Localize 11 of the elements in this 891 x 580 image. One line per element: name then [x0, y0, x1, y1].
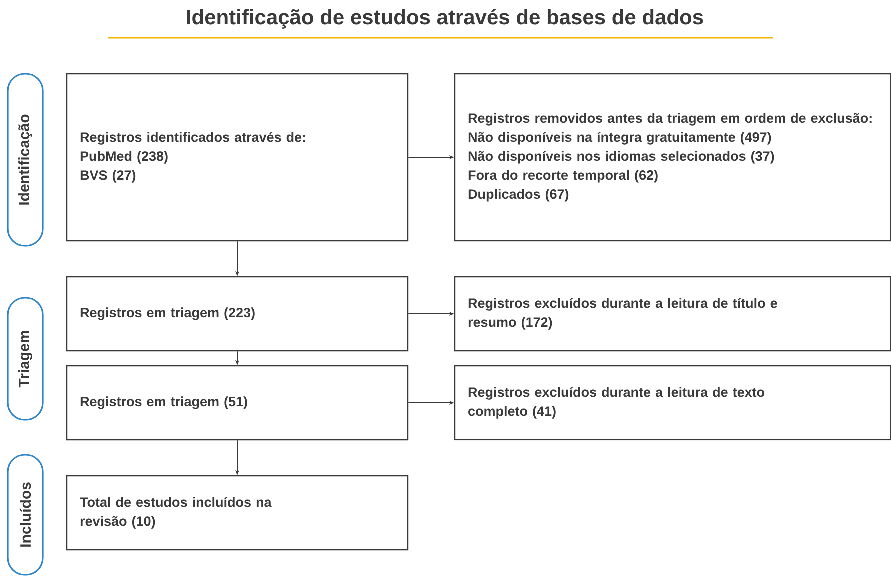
title: Identificação de estudos através de bases de dados — [187, 9, 704, 29]
process-box: Registros em triagem (223) — [66, 276, 409, 352]
process-box: Registros em triagem (51) — [66, 365, 409, 441]
stage-label: Identificação — [7, 73, 44, 247]
process-box: Registros identificados através de: PubMed (238) BVS (27) — [66, 73, 409, 242]
process-box: Total de estudos incluídos na revisão (10) — [66, 475, 409, 551]
stage-label: Incluídos — [7, 454, 44, 576]
process-box: Registros removidos antes da triagem em ordem de exclusão: Não disponíveis na íntegra gratuitamente (497) Não disponíveis nos idiomas selecionados (37) Fora do recorte temporal (62) Duplicados (67) — [454, 73, 891, 242]
process-box: Registros excluídos durante a leitura de texto completo (41) — [454, 365, 891, 441]
stage-label: Triagem — [7, 297, 44, 421]
process-box: Registros excluídos durante a leitura de título e resumo (172) — [454, 276, 891, 352]
